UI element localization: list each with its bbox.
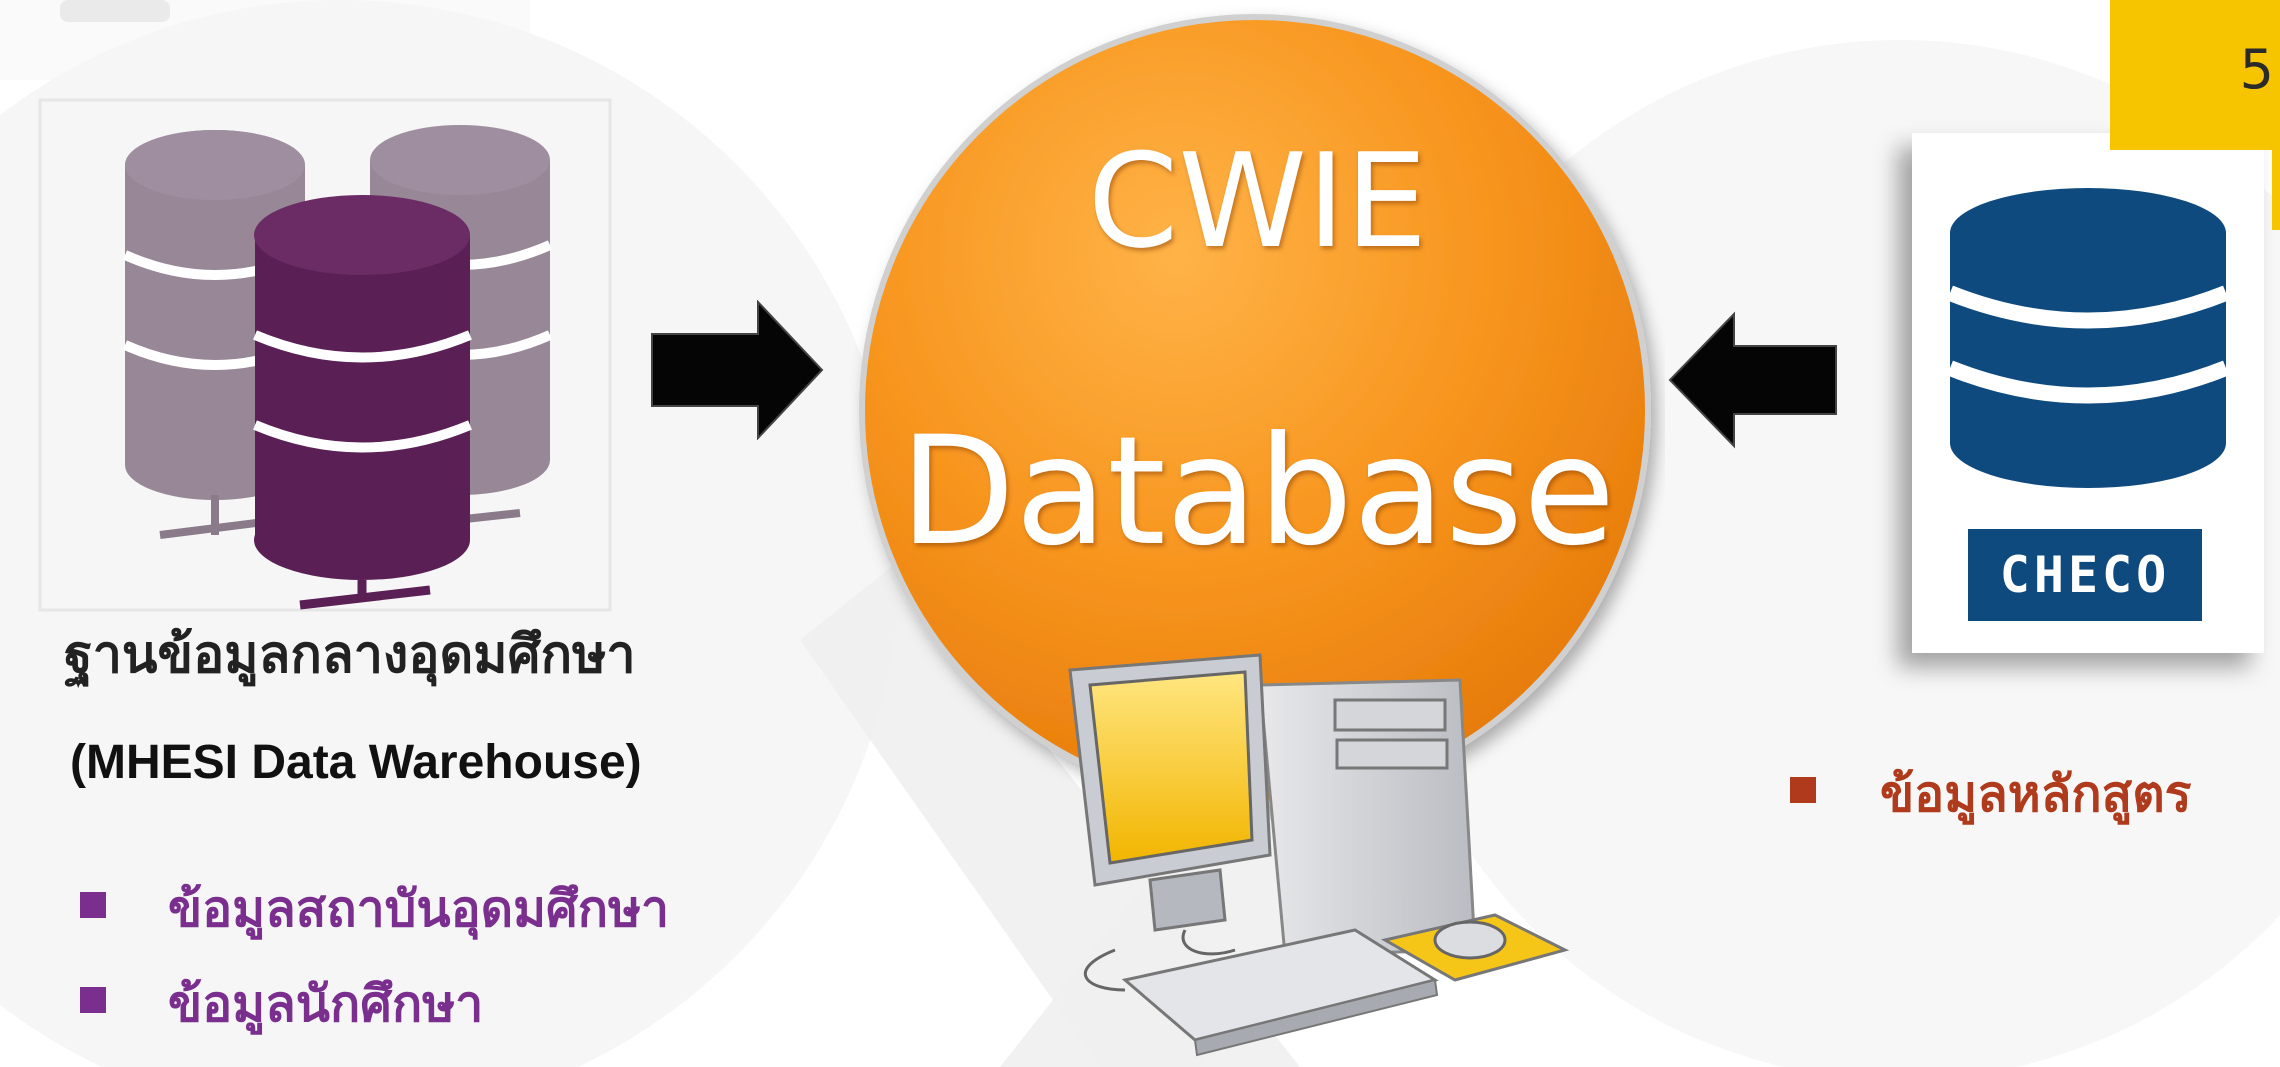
checo-image: CHECO — [1912, 133, 2264, 653]
computer-icon — [1068, 653, 1570, 1057]
arrow-left-icon — [1668, 311, 1837, 449]
slide-number-tab-edge — [2272, 150, 2280, 230]
checo-data-item-label: ข้อมูลหลักสูตร — [1880, 765, 2192, 823]
slide-number: 5 — [2239, 38, 2274, 101]
checo-logo-text: CHECO — [1999, 546, 2171, 604]
list-item-label: ข้อมูลนักศึกษา — [168, 975, 484, 1033]
bullet-square-icon — [80, 892, 106, 918]
list-item-label: ข้อมูลสถาบันอุดมศึกษา — [168, 880, 670, 938]
database-icon — [1947, 188, 2229, 488]
bullet-square-icon — [1790, 777, 1816, 803]
circle-title-line2: Database — [899, 405, 1616, 579]
database-stack-icon — [38, 98, 612, 612]
bullet-square-icon — [80, 987, 106, 1013]
cwie-database-title: CWIE Database — [850, 5, 1665, 820]
warehouse-title-english: (MHESI Data Warehouse) — [70, 736, 642, 789]
slide-number-tab: 5 — [2110, 0, 2280, 150]
warehouse-title-thai: ฐานข้อมูลกลางอุดมศึกษา — [64, 625, 636, 685]
checo-logo: CHECO — [1968, 529, 2202, 621]
arrow-right-icon — [651, 300, 824, 440]
circle-title-line1: CWIE — [1087, 125, 1428, 277]
